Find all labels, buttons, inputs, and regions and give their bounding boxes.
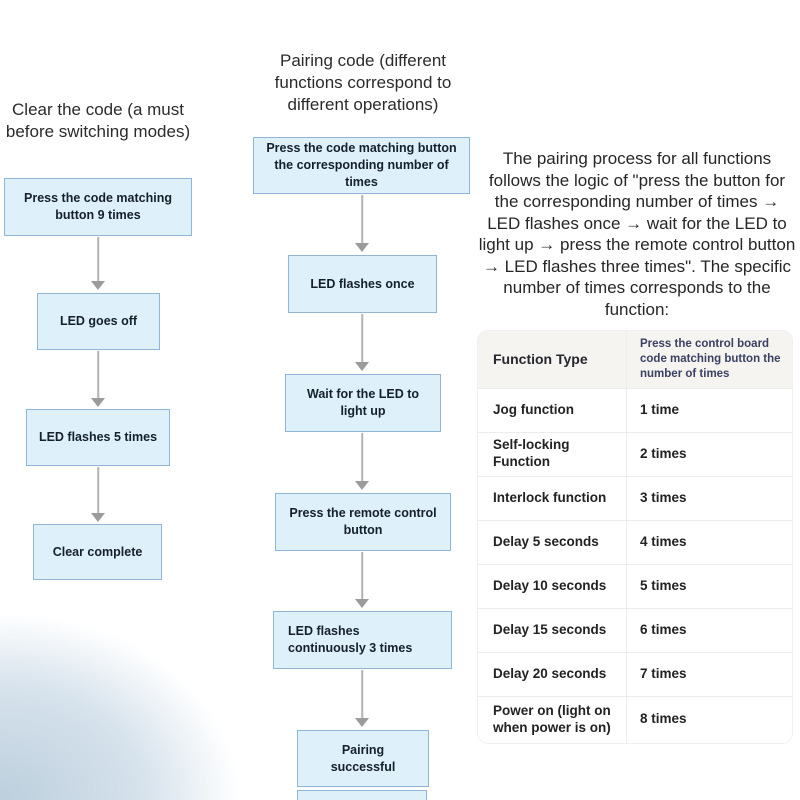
corner-gradient-decoration [0,555,320,800]
arrow-down-icon [355,195,369,252]
header-function-type: Function Type [493,350,588,367]
table-row: Delay 5 seconds 4 times [478,519,792,564]
function-times-table: Function Type Press the control board co… [478,331,792,743]
arrow-down-icon [355,433,369,490]
table-row: Jog function 1 time [478,387,792,432]
times-cell: 2 times [626,432,792,476]
function-cell: Delay 5 seconds [493,533,599,549]
arrow-down-icon [355,552,369,608]
times-cell: 4 times [626,520,792,564]
times-cell: 3 times [626,476,792,520]
table-row: Delay 20 seconds 7 times [478,651,792,696]
function-cell: Self-locking Function [493,437,570,470]
function-cell: Interlock function [493,489,607,505]
table-row: Power on (light on when power is on) 8 t… [478,695,792,743]
pairing-code-flow-title: Pairing code (different functions corres… [274,51,452,114]
table-row: Interlock function 3 times [478,475,792,520]
function-cell: Power on (light on when power is on) [493,702,611,735]
times-cell: 6 times [626,608,792,652]
clear-flow-step-complete: Clear complete [33,524,162,580]
table-row: Delay 10 seconds 5 times [478,563,792,608]
times-cell: 1 time [626,388,792,432]
table-row: Self-locking Function 2 times [478,431,792,476]
clear-flow-step-led-flashes: LED flashes 5 times [26,409,170,466]
clear-flow-step-led-off: LED goes off [37,293,160,350]
arrow-down-icon [91,237,105,290]
arrow-down-icon [355,670,369,727]
arrow-down-icon [355,314,369,371]
function-cell: Delay 15 seconds [493,621,607,637]
pairing-flow-step-led-once: LED flashes once [288,255,437,313]
pairing-flow-step-led-three: LED flashes continuously 3 times [273,611,452,669]
cutoff-next-step-box [297,790,427,800]
times-cell: 5 times [626,564,792,608]
function-cell: Delay 10 seconds [493,577,607,593]
arrow-down-icon [91,467,105,522]
times-cell: 7 times [626,652,792,696]
clear-code-flow-title: Clear the code (a must before switching … [5,100,191,141]
pairing-flow-step-successful: Pairing successful [297,730,429,787]
pairing-process-description: The pairing process for all functions fo… [478,149,796,319]
pairing-flow-step-wait-led: Wait for the LED to light up [285,374,441,432]
header-press-times: Press the control board code matching bu… [626,331,792,388]
pairing-flow-step-press-button: Press the code matching button the corre… [253,137,470,194]
function-cell: Delay 20 seconds [493,665,607,681]
times-cell: 8 times [626,696,792,743]
table-header-row: Function Type Press the control board co… [478,331,792,388]
clear-flow-step-press-button: Press the code matching button 9 times [4,178,192,236]
arrow-down-icon [91,351,105,407]
function-cell: Jog function [493,401,574,417]
pairing-flow-step-press-remote: Press the remote control button [275,493,451,551]
table-row: Delay 15 seconds 6 times [478,607,792,652]
